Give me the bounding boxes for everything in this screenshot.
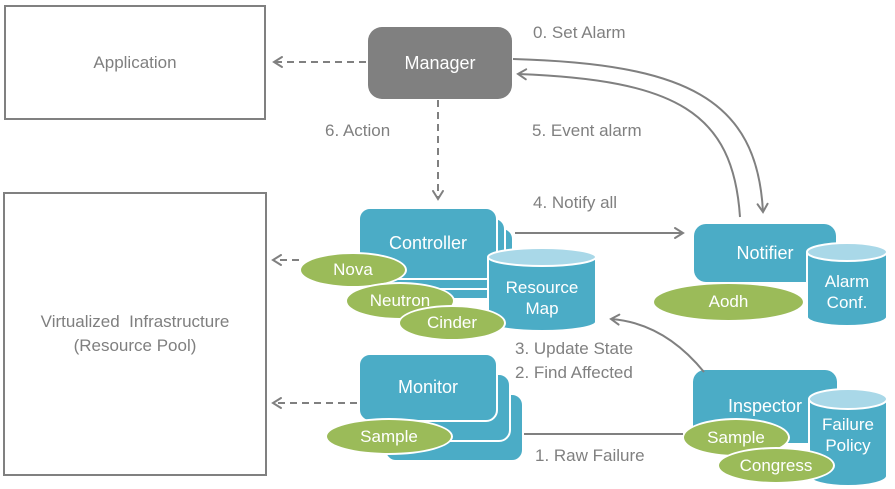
alarm-conf-cylinder-top: [806, 242, 888, 262]
monitor-label: Monitor: [397, 377, 459, 397]
alarm-conf-label-line2: Conf.: [826, 293, 868, 312]
virtualized-infrastructure-label-line2: (Resource Pool): [73, 336, 197, 355]
label-find-affected: 2. Find Affected: [515, 363, 633, 382]
monitor-sample-label: Sample: [360, 426, 418, 446]
label-event-alarm: 5. Event alarm: [532, 121, 642, 140]
inspector-sample-ellipse: Sample: [682, 418, 790, 457]
inspector-sample-label: Sample: [707, 427, 765, 447]
monitor-node: Monitor: [358, 353, 498, 422]
resource-map-label-line2: Map: [525, 299, 559, 318]
virtualized-infrastructure-label-line1: Virtualized Infrastructure: [40, 312, 230, 331]
resource-map-cylinder-top: [487, 247, 597, 267]
failure-policy-cylinder-top: [808, 388, 888, 410]
alarm-conf-label-line1: Alarm: [824, 272, 870, 291]
alarm-conf-cylinder-body: [806, 252, 888, 327]
label-update-state: 3. Update State: [515, 339, 634, 358]
alarm-conf-label: Alarm Conf.: [806, 271, 888, 313]
virtualized-infrastructure-box: Virtualized Infrastructure (Resource Poo…: [3, 192, 267, 476]
label-raw-failure: 1. Raw Failure: [535, 446, 645, 465]
manager-label: Manager: [404, 52, 476, 73]
nova-label: Nova: [333, 260, 373, 279]
inspector-label: Inspector: [727, 396, 803, 416]
application-label: Application: [93, 52, 177, 72]
label-set-alarm: 0. Set Alarm: [533, 23, 626, 42]
controller-label: Controller: [388, 233, 468, 253]
congress-label: Congress: [739, 455, 813, 475]
manager-node: Manager: [368, 27, 512, 99]
label-notify-all: 4. Notify all: [533, 193, 618, 212]
cinder-ellipse: Cinder: [398, 305, 506, 341]
congress-ellipse: Congress: [717, 447, 835, 484]
notifier-label: Notifier: [736, 242, 794, 263]
monitor-sample-ellipse: Sample: [325, 418, 453, 455]
application-box: Application: [4, 5, 266, 120]
failure-policy-label-line2: Policy: [825, 436, 871, 455]
resource-map-label: Resource Map: [487, 277, 597, 319]
cinder-label: Cinder: [426, 313, 478, 332]
neutron-label: Neutron: [369, 291, 431, 310]
failure-policy-label: Failure Policy: [808, 414, 888, 456]
aodh-label: Aodh: [708, 292, 749, 311]
failure-policy-label-line1: Failure: [822, 415, 874, 434]
label-action: 6. Action: [325, 121, 391, 140]
alarm-conf-cylinder: [806, 242, 888, 327]
resource-map-label-line1: Resource: [505, 278, 579, 297]
controller-node: Controller: [358, 207, 498, 280]
aodh-ellipse: Aodh: [652, 282, 805, 322]
